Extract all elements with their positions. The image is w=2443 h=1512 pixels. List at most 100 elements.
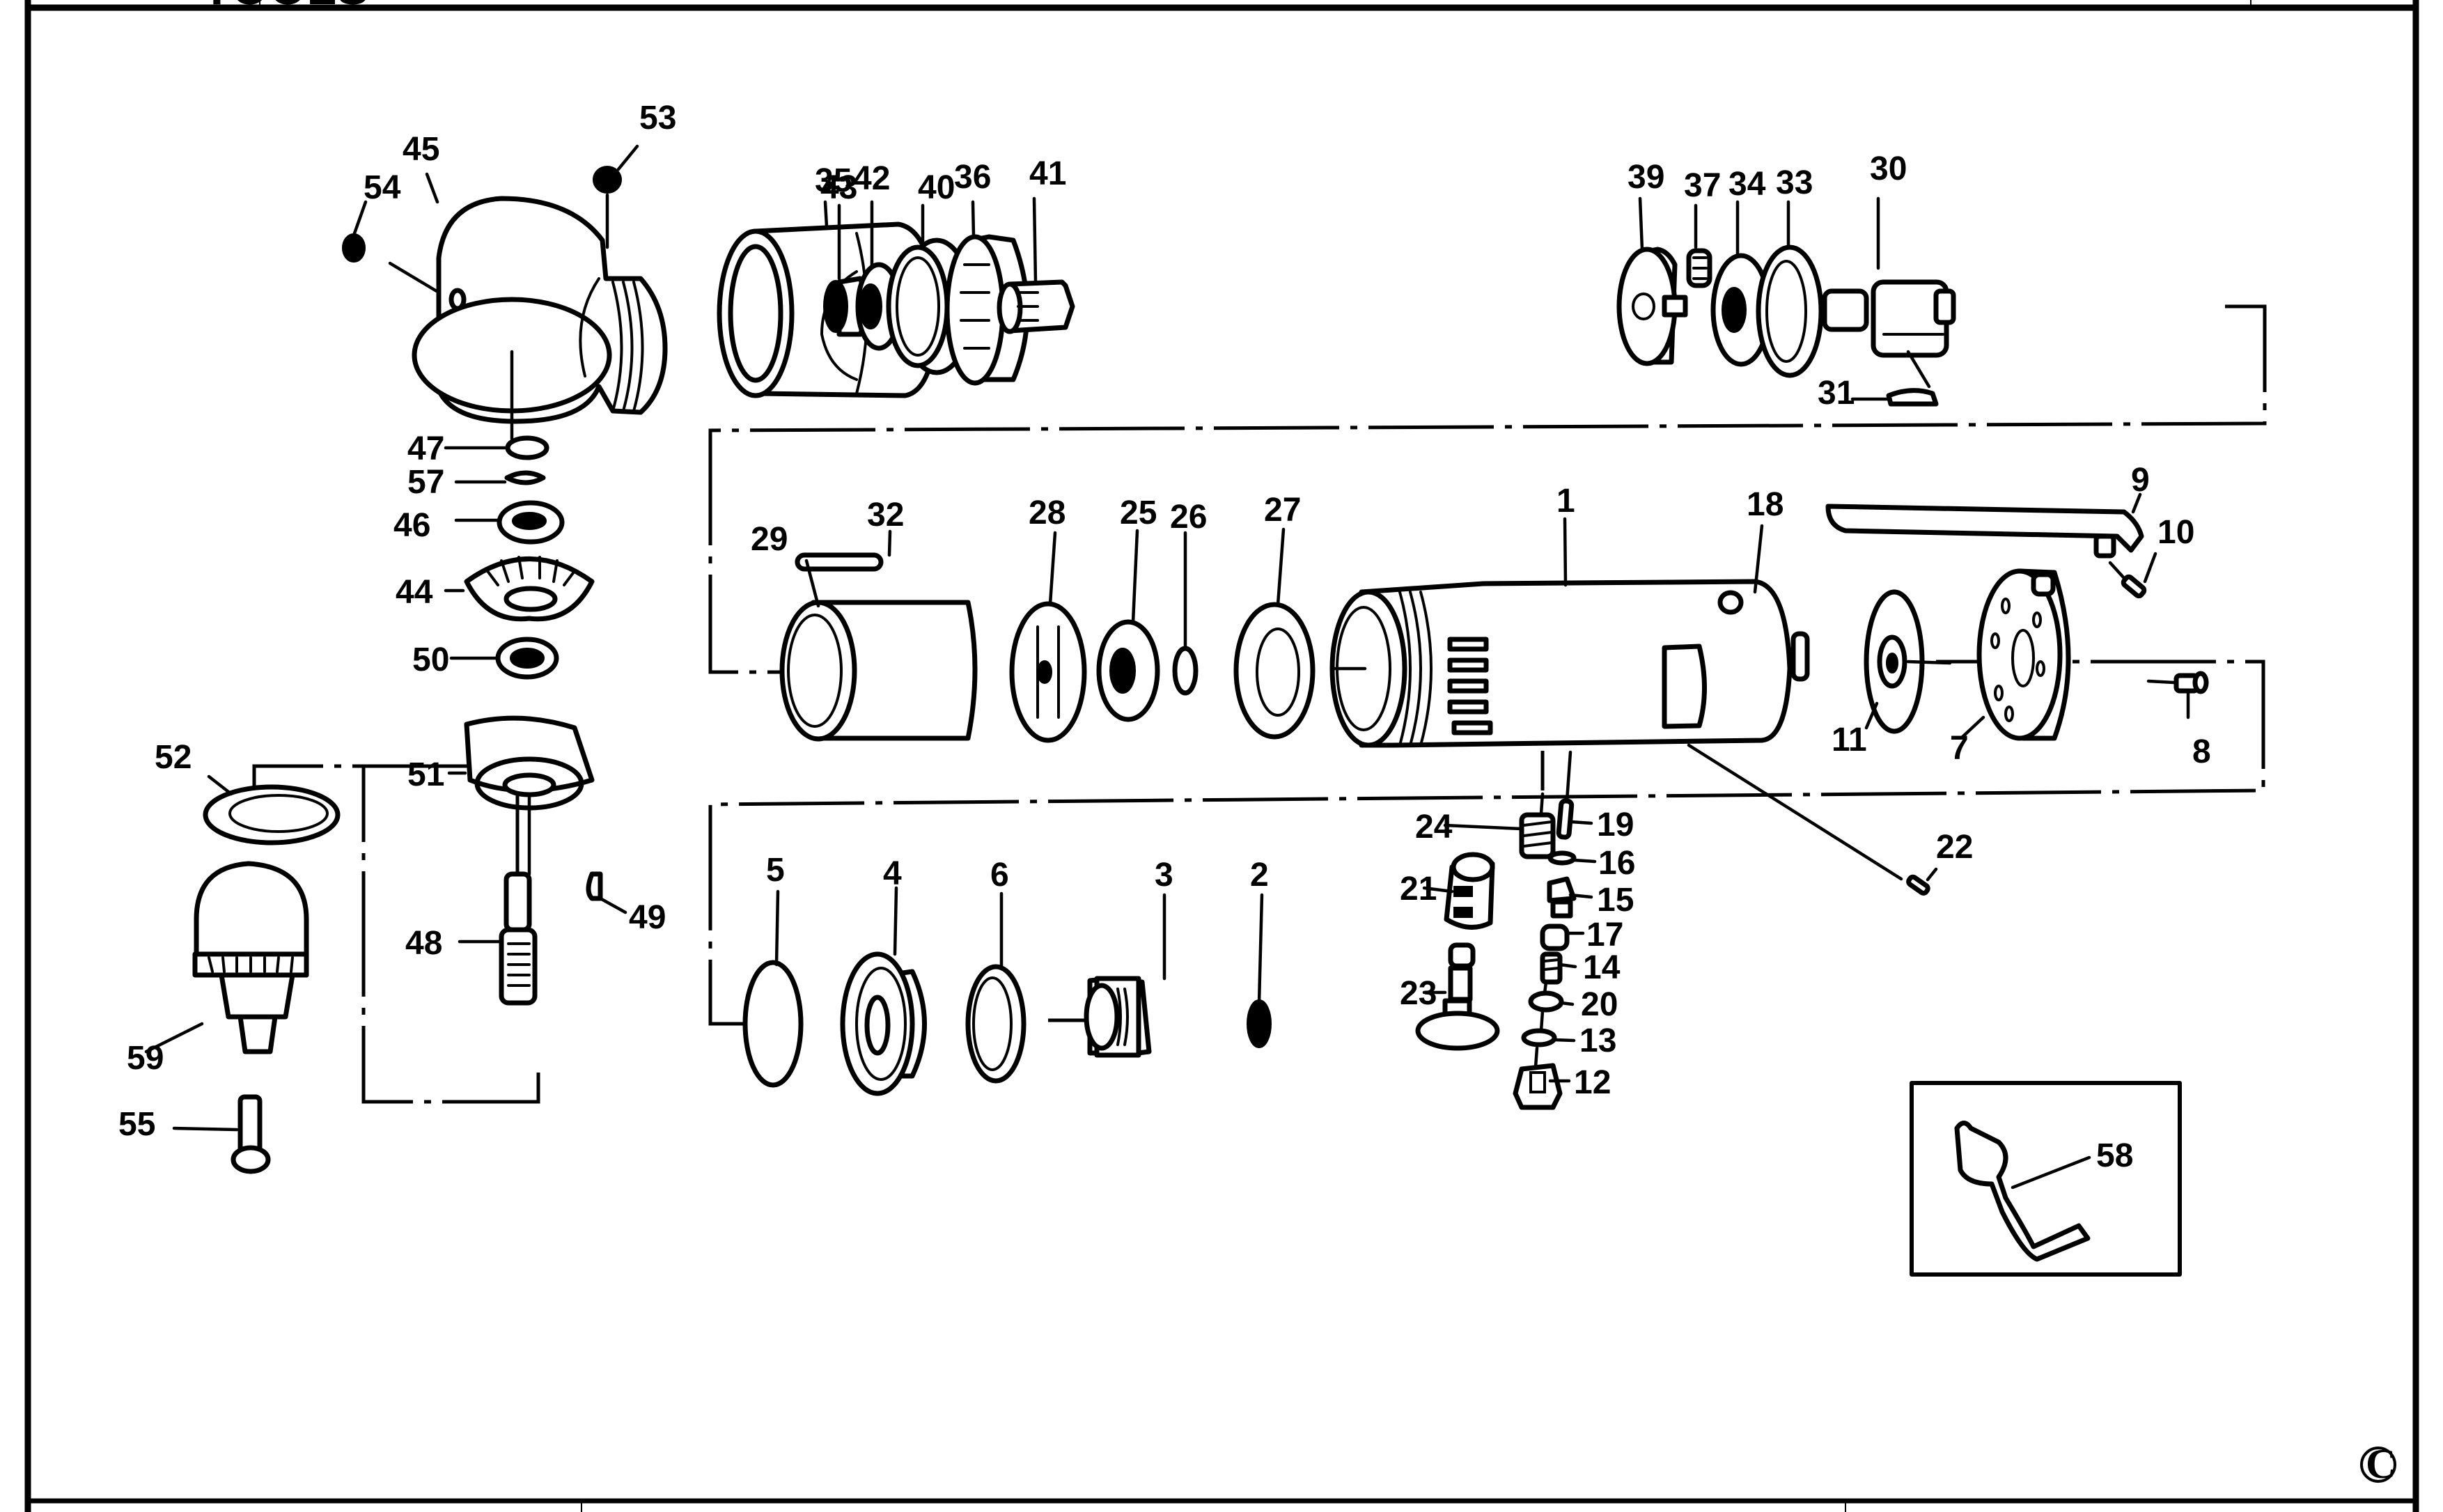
- part-44-bevel-gear[interactable]: [464, 556, 595, 622]
- part-33-ring-gear[interactable]: [1756, 244, 1824, 378]
- callout-37[interactable]: 37: [1684, 167, 1721, 204]
- callout-44[interactable]: 44: [396, 574, 433, 611]
- callout-46[interactable]: 46: [393, 507, 430, 544]
- callout-21[interactable]: 21: [1400, 871, 1437, 907]
- part-6-o-ring[interactable]: [965, 964, 1027, 1084]
- callout-58[interactable]: 58: [2096, 1137, 2133, 1174]
- part-52-retaining-ring[interactable]: [203, 784, 341, 845]
- part-45-angle-head[interactable]: [412, 196, 668, 424]
- callout-49[interactable]: 49: [629, 899, 666, 936]
- part-17-valve-seat[interactable]: [1540, 923, 1570, 951]
- part-5-o-ring[interactable]: [742, 960, 804, 1088]
- callout-12[interactable]: 12: [1574, 1064, 1611, 1101]
- part-19-valve-pin[interactable]: [1556, 798, 1575, 840]
- part-1-housing[interactable]: [1329, 579, 1810, 748]
- callout-15[interactable]: 15: [1597, 882, 1634, 919]
- part-2-ball[interactable]: [1247, 999, 1272, 1048]
- callout-54[interactable]: 54: [364, 169, 401, 206]
- part-50-bearing[interactable]: [495, 637, 559, 680]
- callout-39[interactable]: 39: [1628, 159, 1664, 196]
- callout-14[interactable]: 14: [1583, 949, 1621, 986]
- callout-36[interactable]: 36: [954, 159, 991, 196]
- part-7-end-plate[interactable]: [1976, 568, 2071, 741]
- callout-17[interactable]: 17: [1586, 917, 1623, 953]
- callout-22[interactable]: 22: [1936, 829, 1973, 866]
- callout-31[interactable]: 31: [1818, 375, 1855, 412]
- part-37-planet-gear[interactable]: [1686, 248, 1712, 288]
- part-46-bearing[interactable]: [497, 500, 565, 545]
- callout-19[interactable]: 19: [1597, 806, 1634, 843]
- part-3-inlet-bushing[interactable]: [1084, 976, 1152, 1058]
- callout-30[interactable]: 30: [1870, 150, 1907, 187]
- part-21-regulator-bushing[interactable]: [1444, 852, 1495, 930]
- part-28-front-plate[interactable]: [1009, 601, 1087, 743]
- part-48-spindle[interactable]: [499, 871, 538, 1006]
- part-8-screw[interactable]: [2173, 671, 2209, 694]
- part-23-regulator[interactable]: [1415, 942, 1500, 1051]
- part-4-exhaust-cap[interactable]: [840, 951, 927, 1096]
- part-24-spring[interactable]: [1519, 812, 1556, 859]
- part-22-roll-pin[interactable]: [1906, 874, 1930, 896]
- callout-18[interactable]: 18: [1747, 486, 1784, 523]
- callout-47[interactable]: 47: [407, 430, 444, 467]
- part-13-o-ring[interactable]: [1521, 1028, 1557, 1047]
- part-51-bearing-cap[interactable]: [464, 715, 595, 811]
- callout-48[interactable]: 48: [405, 925, 442, 962]
- callout-51[interactable]: 51: [407, 756, 444, 793]
- callout-20[interactable]: 20: [1581, 986, 1618, 1023]
- callout-57[interactable]: 57: [407, 464, 444, 501]
- callout-43[interactable]: 43: [820, 169, 857, 206]
- part-11-rear-plate[interactable]: [1864, 589, 1925, 734]
- part-26-o-ring[interactable]: [1172, 646, 1199, 696]
- callout-11[interactable]: 11: [1832, 722, 1867, 758]
- callout-2[interactable]: 2: [1250, 857, 1269, 894]
- part-30-rotor[interactable]: [1822, 279, 1956, 358]
- part-25-ball-bearing[interactable]: [1096, 619, 1160, 722]
- part-15-valve[interactable]: [1547, 876, 1577, 919]
- callout-29[interactable]: 29: [751, 521, 788, 558]
- part-16-o-ring[interactable]: [1547, 850, 1577, 866]
- callout-35[interactable]: 35: [815, 162, 852, 199]
- callout-33[interactable]: 33: [1776, 164, 1813, 201]
- callout-52[interactable]: 52: [155, 739, 192, 776]
- callout-45[interactable]: 45: [403, 131, 439, 168]
- part-29-cylinder[interactable]: [779, 600, 978, 742]
- part-49-key[interactable]: [586, 871, 603, 901]
- callout-3[interactable]: 3: [1155, 857, 1173, 894]
- part-10-lever-pin[interactable]: [2121, 574, 2147, 599]
- callout-23[interactable]: 23: [1400, 975, 1437, 1012]
- callout-5[interactable]: 5: [766, 852, 785, 889]
- part-54-grease-fitting[interactable]: [342, 233, 366, 263]
- part-14-spring[interactable]: [1540, 951, 1563, 985]
- callout-50[interactable]: 50: [412, 641, 449, 678]
- callout-24[interactable]: 24: [1415, 809, 1453, 845]
- part-12-valve-cap[interactable]: [1513, 1063, 1563, 1110]
- callout-53[interactable]: 53: [639, 100, 676, 137]
- callout-34[interactable]: 34: [1728, 166, 1766, 203]
- part-20-washer[interactable]: [1528, 990, 1564, 1013]
- callout-41[interactable]: 41: [1029, 155, 1066, 192]
- callout-7[interactable]: 7: [1950, 730, 1969, 767]
- callout-4[interactable]: 4: [883, 855, 902, 892]
- callout-26[interactable]: 26: [1170, 499, 1207, 536]
- callout-42[interactable]: 42: [853, 160, 890, 197]
- part-47-retaining-ring[interactable]: [505, 435, 549, 460]
- callout-27[interactable]: 27: [1264, 492, 1301, 529]
- callout-1[interactable]: 1: [1556, 483, 1575, 520]
- part-53-grease-fitting[interactable]: [593, 166, 622, 194]
- callout-10[interactable]: 10: [2157, 514, 2194, 551]
- callout-16[interactable]: 16: [1598, 845, 1635, 882]
- part-55-screw[interactable]: [231, 1094, 271, 1174]
- callout-13[interactable]: 13: [1579, 1022, 1616, 1059]
- callout-32[interactable]: 32: [867, 497, 904, 533]
- callout-25[interactable]: 25: [1120, 494, 1157, 531]
- part-27-spacer[interactable]: [1233, 602, 1316, 740]
- callout-28[interactable]: 28: [1029, 494, 1066, 531]
- callout-59[interactable]: 59: [127, 1040, 164, 1077]
- callout-55[interactable]: 55: [118, 1106, 155, 1143]
- callout-8[interactable]: 8: [2192, 733, 2211, 770]
- callout-9[interactable]: 9: [2131, 462, 2150, 499]
- part-39-planet-carrier[interactable]: [1616, 247, 1688, 366]
- part-57-shim[interactable]: [504, 470, 546, 485]
- part-59-chuck[interactable]: [192, 861, 309, 1054]
